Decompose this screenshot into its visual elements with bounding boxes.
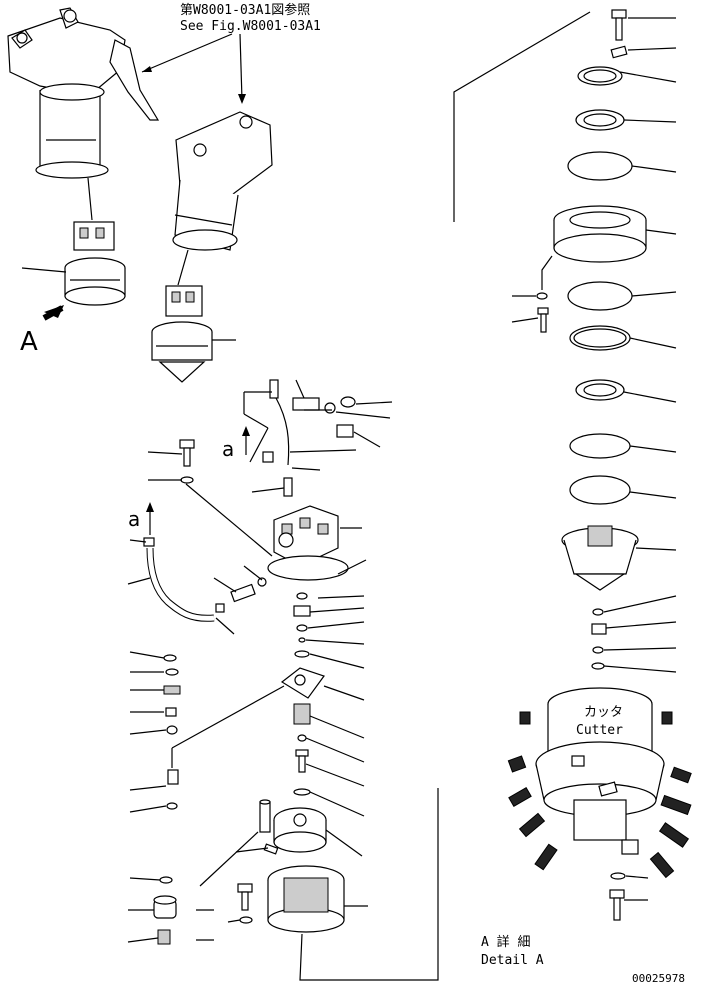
- elbow-fitting: [215, 577, 267, 613]
- swing-motor-center: [151, 285, 213, 383]
- swing-body-upper-left: [7, 7, 160, 179]
- leader-motor-left: [21, 267, 67, 273]
- cutter-assembly: [507, 687, 692, 879]
- ring-gear: [267, 865, 345, 933]
- leader-body-center-to-motor: [177, 249, 189, 286]
- reference-arrowhead-right: [238, 94, 246, 104]
- hose-left: [146, 547, 215, 622]
- drawing-number: 00025978: [632, 972, 685, 985]
- reference-leader-right: [239, 33, 243, 101]
- left-small-parts: [163, 654, 181, 810]
- reference-en-text: See Fig.W8001-03A1: [180, 19, 321, 34]
- center-small-parts: [280, 592, 325, 796]
- hydraulic-motor: [267, 505, 349, 581]
- arrow-a-left-label: a: [128, 507, 140, 531]
- cutter-label-en: Cutter: [576, 723, 623, 738]
- bracket-lower: [299, 788, 439, 981]
- cutter-bolt-washer: [609, 872, 626, 921]
- view-a-label: A: [20, 327, 38, 357]
- right-column-parts: [536, 9, 647, 670]
- view-a-arrow-shaft: [42, 305, 64, 321]
- reference-arrowhead-left: [142, 66, 152, 72]
- carrier-assembly: [259, 799, 327, 855]
- cutter-label-jp: カッタ: [584, 705, 623, 720]
- bolt-and-washer-left: [179, 439, 195, 484]
- detail-title-jp: A 詳 細: [481, 934, 530, 950]
- reference-leader-left: [141, 33, 233, 73]
- bracket-right-top: [453, 11, 591, 222]
- lower-left-parts: [153, 876, 253, 945]
- swing-body-upper-center: [172, 111, 273, 251]
- leader-body-to-motor: [87, 177, 93, 221]
- arrow-a-upper-label: a: [222, 437, 234, 461]
- reference-jp-text: 第W8001-03A1図参照: [180, 2, 310, 18]
- hose-fitting-group: [262, 379, 356, 497]
- swing-motor-left: [64, 221, 126, 306]
- detail-title-en: Detail A: [481, 953, 544, 968]
